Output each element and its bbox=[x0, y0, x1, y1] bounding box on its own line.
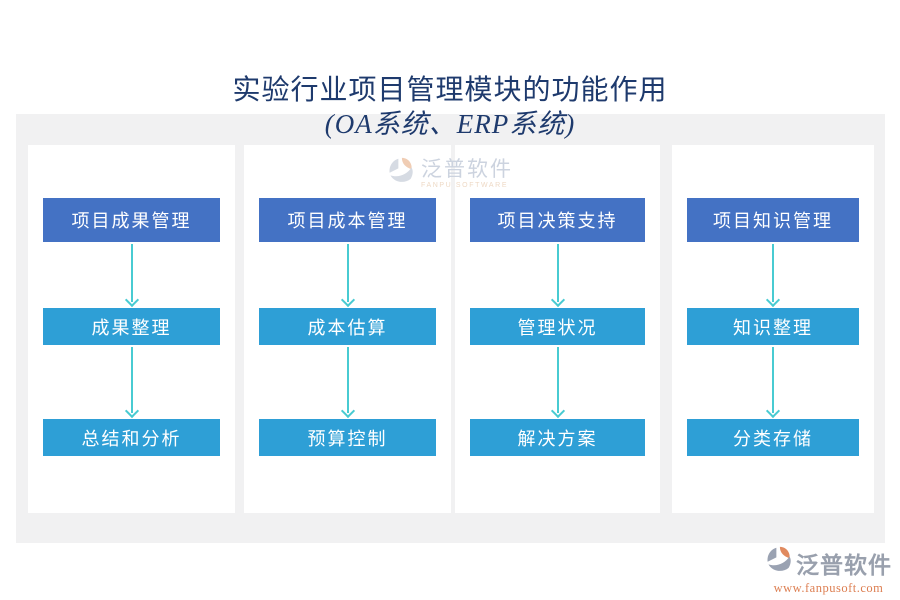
module-box: 项目成果管理 bbox=[43, 198, 220, 242]
step-box: 解决方案 bbox=[470, 419, 645, 456]
step-box: 预算控制 bbox=[259, 419, 436, 456]
arrow-head bbox=[550, 403, 565, 419]
arrow-line bbox=[556, 347, 559, 413]
fanpu-logo-icon bbox=[765, 545, 793, 580]
watermark-brand-name: 泛普软件 bbox=[421, 156, 513, 181]
step-box: 成果整理 bbox=[43, 308, 220, 345]
step-box: 管理状况 bbox=[470, 308, 645, 345]
arrow-line bbox=[346, 244, 349, 302]
down-arrow-icon bbox=[550, 244, 565, 308]
down-arrow-icon bbox=[340, 244, 355, 308]
arrow-head bbox=[340, 403, 355, 419]
down-arrow-icon bbox=[124, 244, 139, 308]
logo-website-url: www.fanpusoft.com bbox=[773, 581, 884, 595]
arrow-line bbox=[772, 347, 774, 413]
down-arrow-icon bbox=[550, 347, 565, 419]
step-box: 分类存储 bbox=[687, 419, 859, 456]
column-panel-cost: 项目成本管理 成本估算 预算控制 bbox=[244, 145, 451, 513]
arrow-head bbox=[124, 403, 139, 419]
arrow-line bbox=[346, 347, 349, 413]
page-title: 实验行业项目管理模块的功能作用 bbox=[232, 75, 668, 106]
step-box: 知识整理 bbox=[687, 308, 859, 345]
diagram-canvas: 项目成果管理 成果整理 总结和分析 项目成本管理 成本估算 预算控制 项目决策支… bbox=[16, 114, 885, 543]
module-box: 项目知识管理 bbox=[687, 198, 859, 242]
fanpu-watermark-icon bbox=[387, 156, 415, 191]
arrow-head bbox=[124, 292, 139, 308]
down-arrow-icon bbox=[765, 347, 781, 419]
arrow-head bbox=[340, 292, 355, 308]
arrow-head bbox=[550, 292, 565, 308]
arrow-line bbox=[130, 347, 133, 413]
step-box: 总结和分析 bbox=[43, 419, 220, 456]
page-subtitle: (OA系统、ERP系统) bbox=[324, 109, 576, 139]
arrow-line bbox=[556, 244, 559, 302]
arrow-head bbox=[765, 292, 781, 308]
module-box: 项目成本管理 bbox=[259, 198, 436, 242]
watermark-brand-subtext: FANPU SOFTWARE bbox=[421, 181, 509, 189]
arrow-head bbox=[765, 403, 781, 419]
module-box: 项目决策支持 bbox=[470, 198, 645, 242]
step-box: 成本估算 bbox=[259, 308, 436, 345]
arrow-line bbox=[772, 244, 774, 302]
column-panel-knowledge: 项目知识管理 知识整理 分类存储 bbox=[672, 145, 874, 513]
logo-brand-name: 泛普软件 bbox=[796, 552, 892, 578]
column-panel-decision: 项目决策支持 管理状况 解决方案 bbox=[455, 145, 660, 513]
arrow-line bbox=[130, 244, 133, 302]
fanpu-logo: 泛普软件 www.fanpusoft.com bbox=[765, 545, 892, 596]
down-arrow-icon bbox=[340, 347, 355, 419]
column-panel-achievement: 项目成果管理 成果整理 总结和分析 bbox=[28, 145, 235, 513]
down-arrow-icon bbox=[124, 347, 139, 419]
down-arrow-icon bbox=[765, 244, 781, 308]
center-watermark: 泛普软件 FANPU SOFTWARE bbox=[387, 156, 513, 191]
